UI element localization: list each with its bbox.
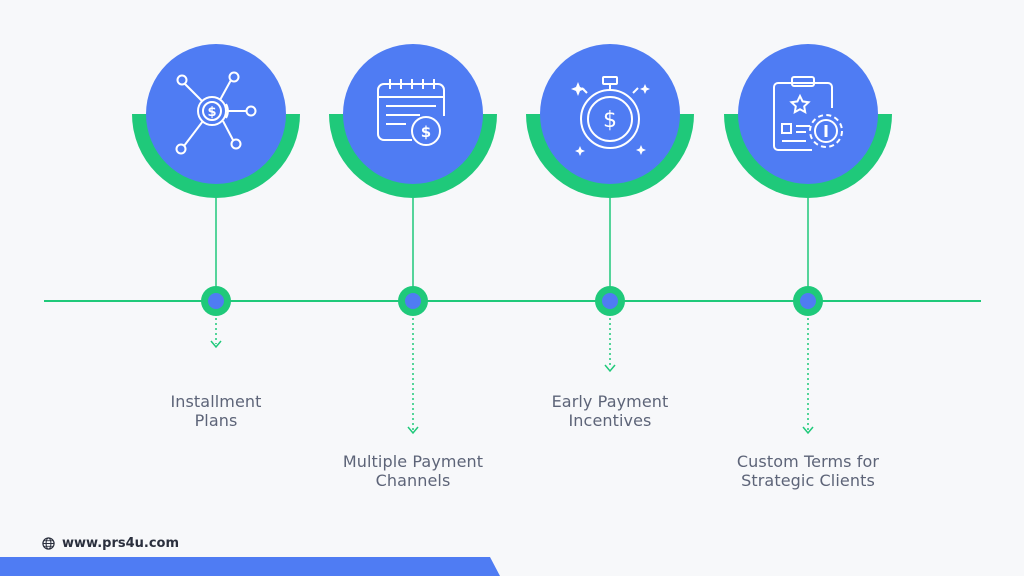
blue-circle xyxy=(146,44,286,184)
svg-text:$: $ xyxy=(421,123,431,141)
clipboard-gear-icon xyxy=(773,76,843,151)
website-footer[interactable]: www.prs4u.com xyxy=(42,536,179,551)
calendar-dollar-icon: $ xyxy=(377,79,445,146)
svg-text:$: $ xyxy=(207,105,216,120)
step-2: $ xyxy=(329,44,497,435)
network-dollar-icon: $ xyxy=(175,71,257,155)
globe-icon xyxy=(42,537,55,550)
step-4 xyxy=(724,44,892,435)
step-1: $ xyxy=(132,44,300,349)
step-label-installment-plans: Installment Plans xyxy=(170,392,262,430)
step-3: $ xyxy=(526,44,694,373)
step-label-early-payment-incentives: Early Payment Incentives xyxy=(551,392,669,430)
step-label-custom-terms: Custom Terms for Strategic Clients xyxy=(736,452,880,490)
svg-text:$: $ xyxy=(603,108,617,133)
bottom-accent-bar xyxy=(0,557,500,576)
blue-circle xyxy=(540,44,680,184)
blue-circle xyxy=(738,44,878,184)
website-url[interactable]: www.prs4u.com xyxy=(62,536,180,551)
step-label-multiple-payment-channels: Multiple Payment Channels xyxy=(342,452,484,490)
stopwatch-dollar-icon: $ xyxy=(571,76,650,156)
